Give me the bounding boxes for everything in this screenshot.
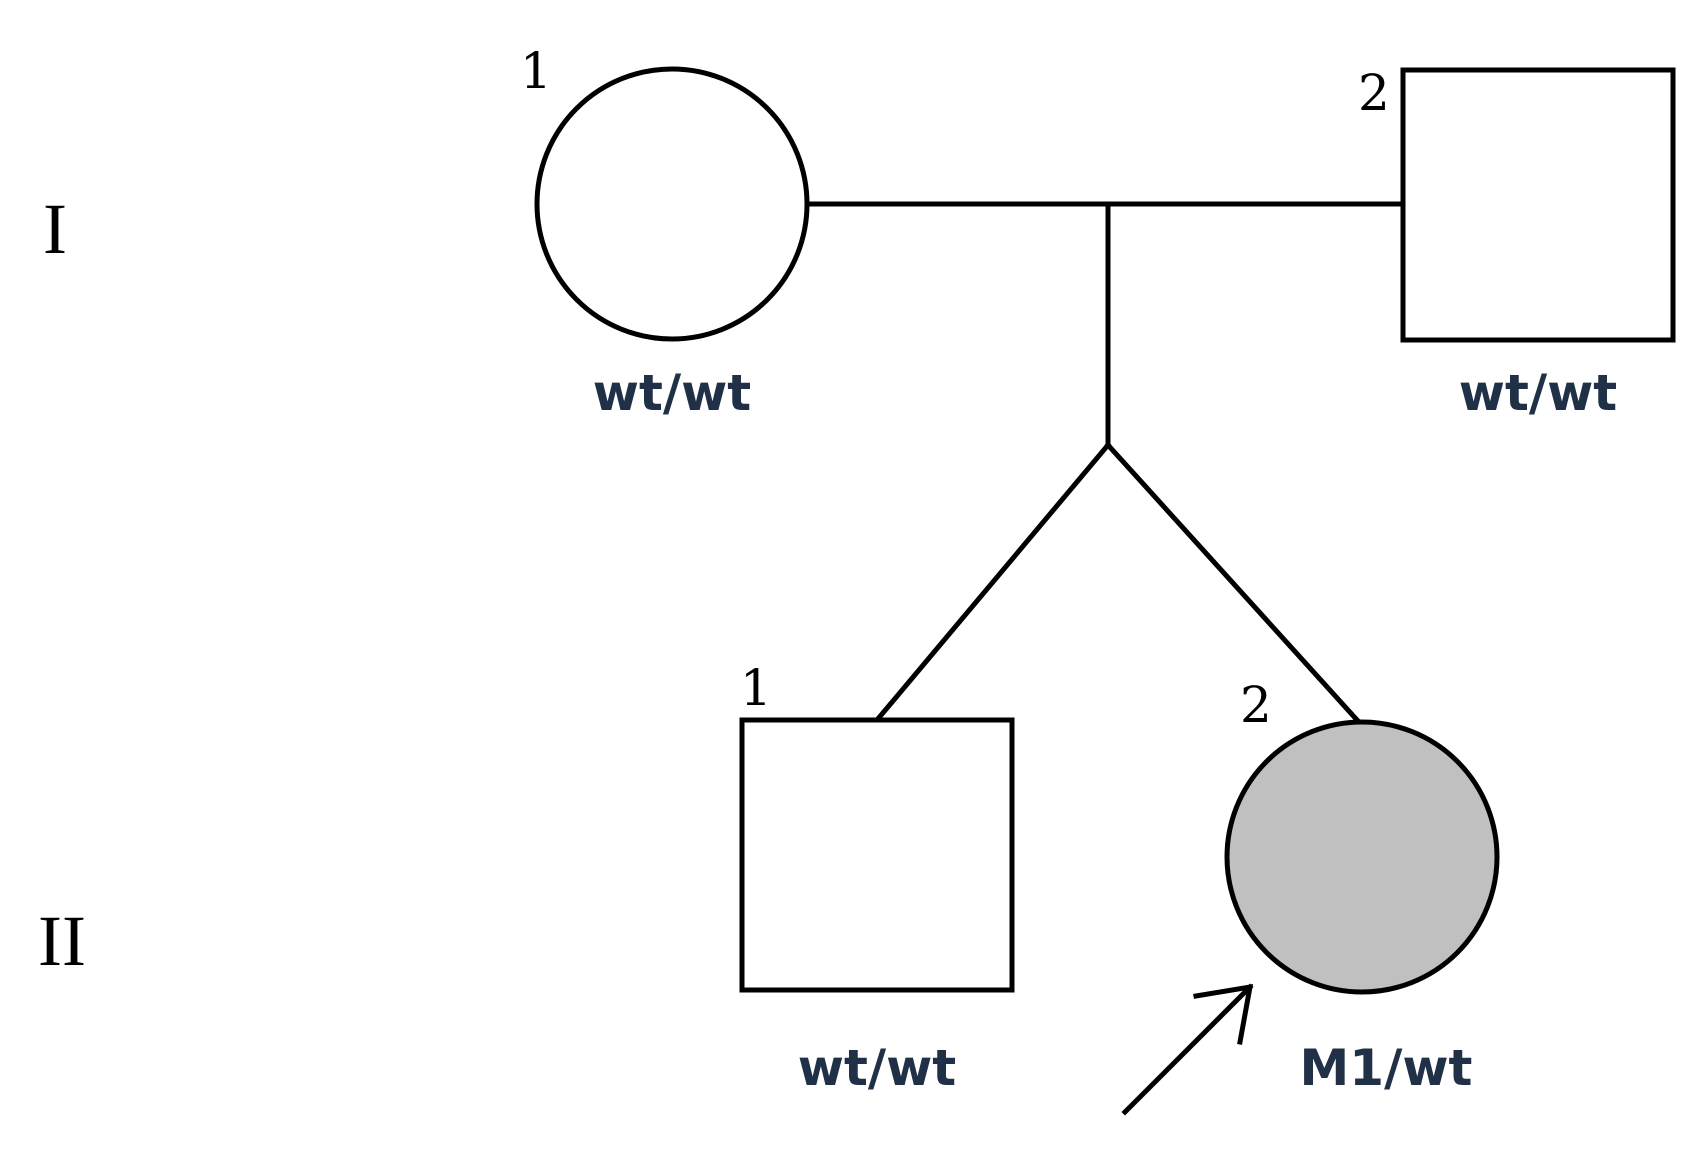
generation-label-2: II — [38, 901, 86, 981]
sibship-line-right — [1104, 441, 1361, 724]
individual-I-2-male-symbol — [1400, 67, 1676, 343]
individual-II-2-female-symbol — [1224, 719, 1500, 995]
generation-label-1: I — [43, 189, 67, 269]
individual-II-2-genotype: M1/wt — [1300, 1039, 1473, 1097]
individual-I-2-genotype: wt/wt — [1459, 364, 1617, 422]
individual-I-2-number: 2 — [1358, 64, 1390, 122]
individual-II-2-number: 2 — [1240, 676, 1272, 734]
proband-arrow-icon — [1121, 983, 1254, 1116]
sibship-line-left — [873, 441, 1112, 724]
individual-I-1-genotype: wt/wt — [593, 364, 751, 422]
individual-II-1-number: 1 — [740, 659, 772, 717]
individual-I-1-female-symbol — [534, 66, 810, 342]
individual-II-1-genotype: wt/wt — [798, 1039, 956, 1097]
individual-I-1-number: 1 — [520, 42, 552, 100]
individual-II-1-male-symbol — [739, 717, 1015, 993]
